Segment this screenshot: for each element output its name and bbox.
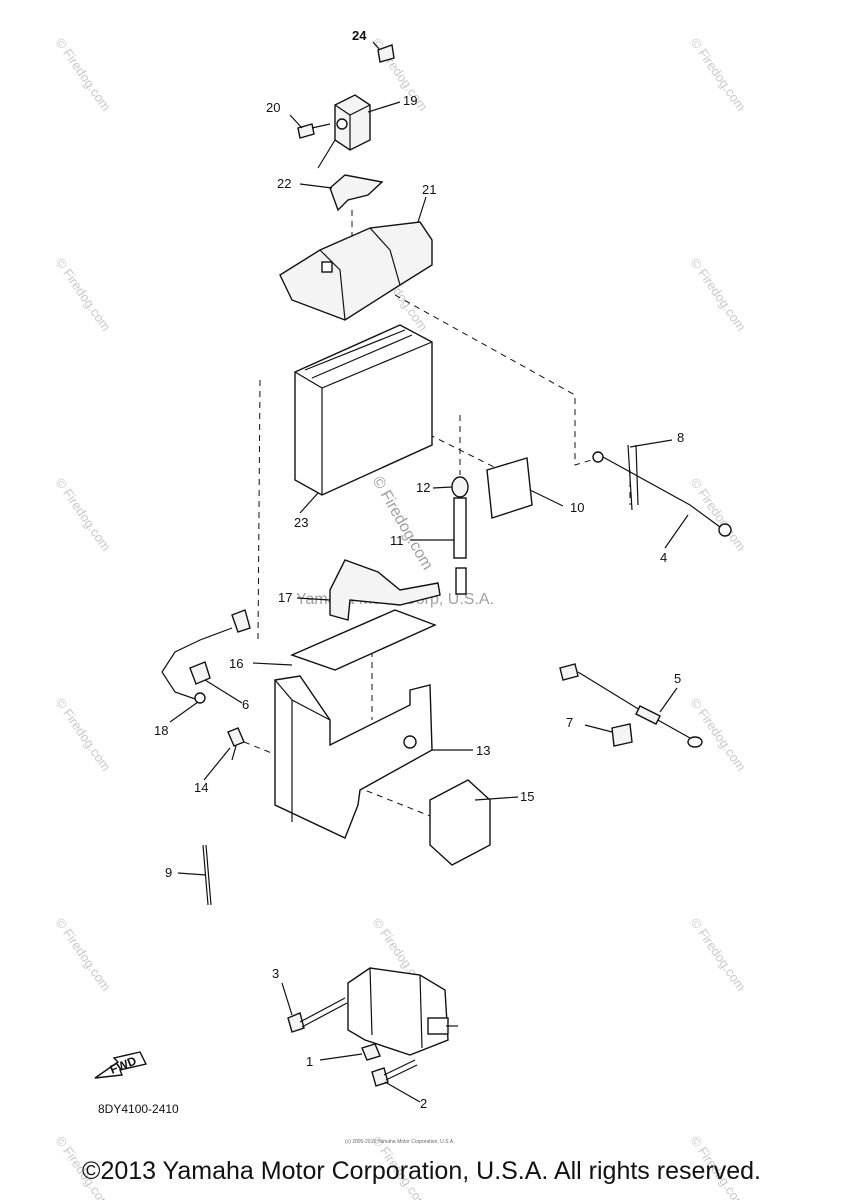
- part-label-9: 9: [165, 865, 172, 880]
- plate-part: [429, 779, 491, 866]
- part-label-18: 18: [154, 723, 168, 738]
- part-label-24: 24: [352, 28, 367, 43]
- cable-part: [161, 609, 251, 704]
- part-label-6: 6: [242, 697, 249, 712]
- part-label-14: 14: [194, 780, 208, 795]
- relay-part: [317, 94, 371, 169]
- part-label-19: 19: [403, 93, 417, 108]
- part-label-11: 11: [390, 533, 404, 548]
- fwd-arrow-icon: FWD: [94, 1051, 148, 1079]
- watermark: © Firedog.com: [53, 915, 114, 994]
- watermark: © Firedog.com: [688, 255, 749, 334]
- cap-part: [451, 476, 469, 498]
- fwd-label: FWD: [108, 1053, 139, 1076]
- part-label-4: 4: [660, 550, 667, 565]
- bolt-2-part: [371, 1059, 418, 1087]
- watermark: © Firedog.com: [688, 35, 749, 114]
- watermark: © Firedog.com: [688, 695, 749, 774]
- battery-holder-part: [274, 675, 433, 839]
- pad-part: [486, 457, 533, 519]
- watermark: © Firedog.com: [53, 255, 114, 334]
- watermark: © Firedog.com: [53, 475, 114, 554]
- part-label-15: 15: [520, 789, 534, 804]
- part-labels: 24 20 19 22 21 8 12 10 23 11 4 17 16 6 5…: [154, 28, 684, 1111]
- tube-part-lower: [455, 567, 467, 595]
- bolt-3-part: [287, 997, 348, 1033]
- small-copyright: (c) 2005-2015 Yamaha Motor Corporation, …: [345, 1139, 455, 1145]
- part-label-10: 10: [570, 500, 584, 515]
- part-label-1: 1: [306, 1054, 313, 1069]
- part-label-8: 8: [677, 430, 684, 445]
- lead-5-part: [559, 663, 703, 748]
- part-label-3: 3: [272, 966, 279, 981]
- clamp-part: [189, 661, 211, 685]
- watermark: © Firedog.com: [688, 475, 749, 554]
- part-label-2: 2: [420, 1096, 427, 1111]
- bolt-part: [297, 123, 331, 139]
- part-label-7: 7: [566, 715, 573, 730]
- battery-cover-part: [279, 221, 433, 321]
- part-label-22: 22: [277, 176, 291, 191]
- part-label-13: 13: [476, 743, 490, 758]
- part-label-5: 5: [674, 671, 681, 686]
- clamp-7-part: [611, 723, 633, 747]
- lead-part: [592, 444, 732, 537]
- starter-motor-part: [347, 967, 458, 1056]
- nut-part: [361, 1043, 381, 1061]
- bolt-14-part: [227, 727, 245, 761]
- copyright-notice: ©2013 Yamaha Motor Corporation, U.S.A. A…: [82, 1157, 761, 1185]
- part-label-23: 23: [294, 515, 308, 530]
- watermark: © Firedog.com: [688, 915, 749, 994]
- watermark: © Firedog.com: [53, 35, 114, 114]
- part-label-16: 16: [229, 656, 243, 671]
- tube-part: [453, 497, 467, 559]
- watermark: © Firedog.com: [370, 35, 431, 114]
- bracket-part: [329, 174, 384, 212]
- clip-part: [377, 44, 395, 63]
- watermark: © Firedog.com: [53, 695, 114, 774]
- leader-lines: [169, 41, 689, 1103]
- battery-part: [294, 324, 433, 496]
- part-label-12: 12: [416, 480, 430, 495]
- part-label-20: 20: [266, 100, 280, 115]
- sheet-part: [290, 609, 437, 671]
- part-label-21: 21: [422, 182, 436, 197]
- diagram-code: 8DY4100-2410: [98, 1102, 179, 1116]
- band-part: [329, 559, 441, 621]
- part-label-17: 17: [278, 590, 292, 605]
